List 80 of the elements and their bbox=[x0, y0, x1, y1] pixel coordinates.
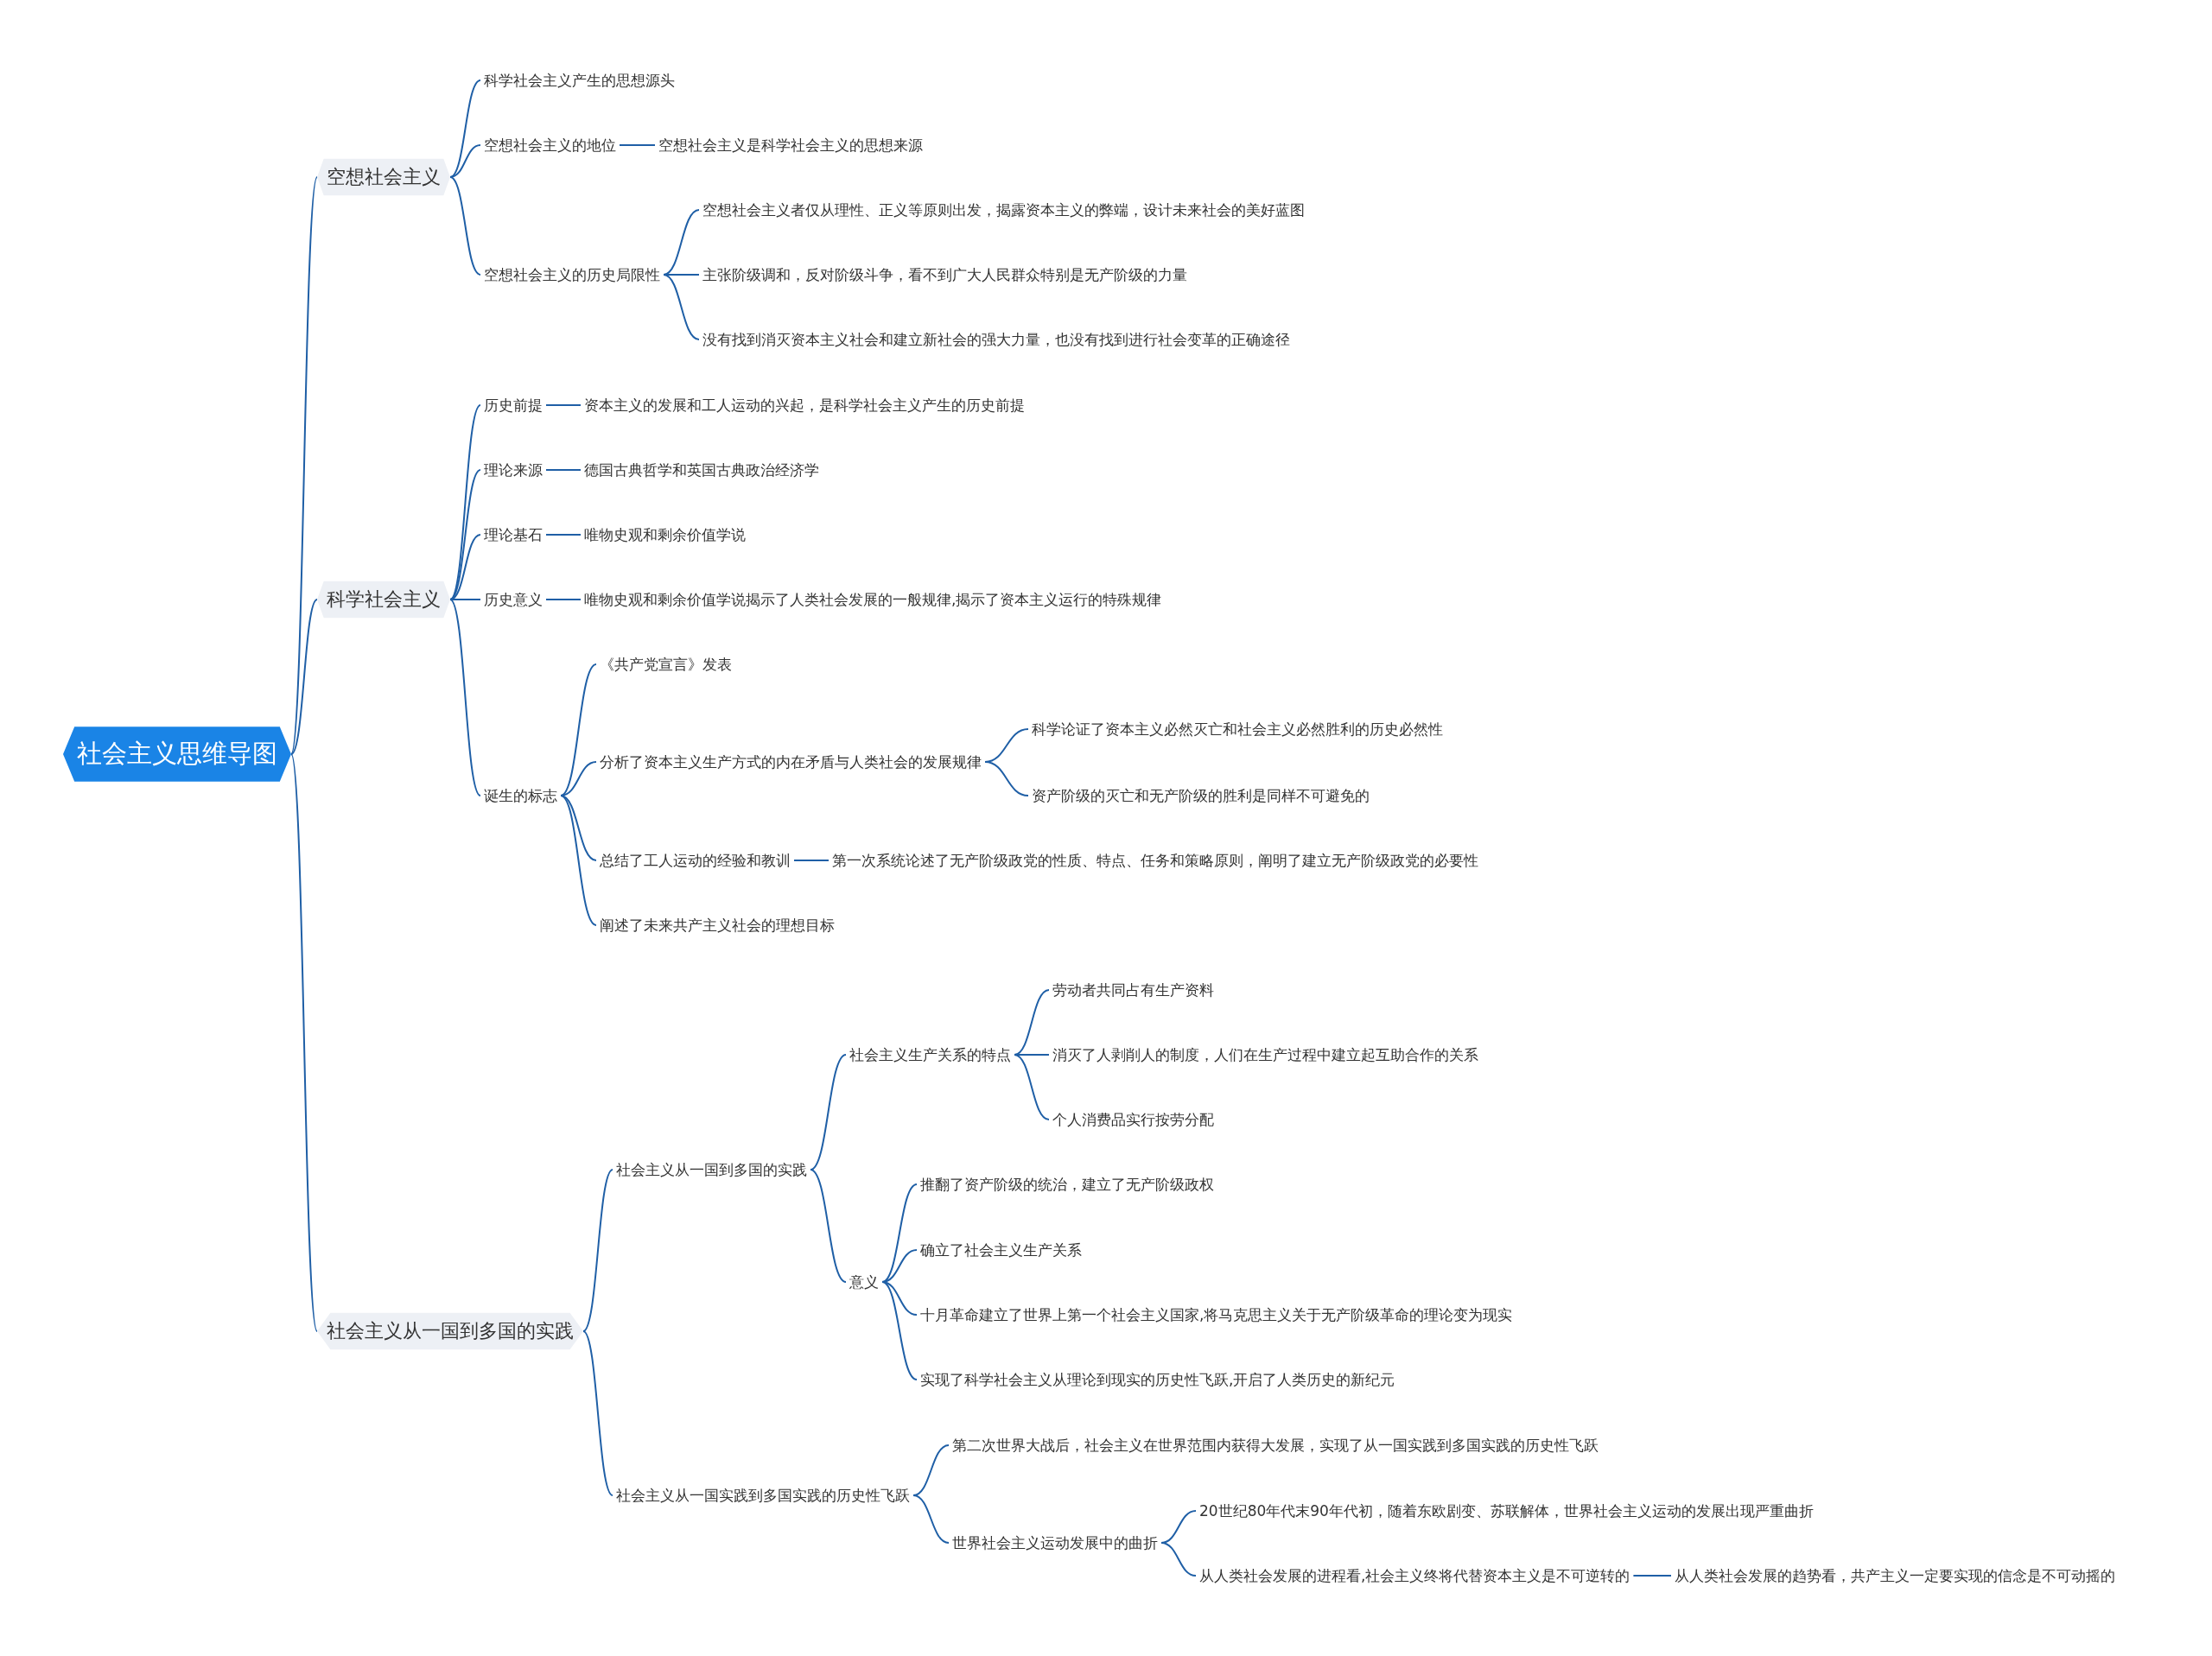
connector-line bbox=[912, 1494, 950, 1544]
connector-line bbox=[449, 144, 481, 178]
branch-text: 唯物史观和剩余价值学说 bbox=[581, 522, 749, 548]
connector-line bbox=[663, 209, 700, 276]
connector-line bbox=[290, 753, 318, 1332]
branch-text: 第一次系统论述了无产阶级政党的性质、特点、任务和策略原则，阐明了建立无产阶级政党的必要性 bbox=[829, 847, 1482, 873]
connector-line bbox=[663, 274, 700, 276]
branch-text: 消灭了人剥削人的制度，人们在生产过程中建立起互助合作的关系 bbox=[1049, 1042, 1482, 1068]
branch-text: 历史意义 bbox=[480, 587, 546, 612]
connector-line bbox=[881, 1281, 918, 1316]
branch-text: 20世纪80年代末90年代初，随着东欧剧变、苏联解体，世界社会主义运动的发展出现严重曲折 bbox=[1196, 1498, 1817, 1524]
branch-text: 空想社会主义的历史局限性 bbox=[480, 262, 664, 288]
branch-text: 唯物史观和剩余价值学说揭示了人类社会发展的一般规律,揭示了资本主义运行的特殊规律 bbox=[581, 587, 1166, 612]
topic-label: 社会主义从一国到多国的实践 bbox=[317, 1312, 583, 1350]
branch-text: 历史前提 bbox=[480, 392, 546, 418]
connector-line bbox=[545, 469, 582, 471]
connector-line bbox=[449, 534, 481, 600]
connector-line bbox=[881, 1281, 918, 1380]
connector-line bbox=[984, 761, 1029, 796]
branch-text: 十月革命建立了世界上第一个社会主义国家,将马克思主义关于无产阶级革命的理论变为现实 bbox=[917, 1302, 1516, 1328]
connector-line bbox=[1014, 1054, 1050, 1056]
connector-line bbox=[881, 1183, 918, 1283]
branch-text: 主张阶级调和，反对阶级斗争，看不到广大人民群众特别是无产阶级的力量 bbox=[699, 262, 1191, 288]
connector-line bbox=[449, 469, 481, 600]
branch-text: 实现了科学社会主义从理论到现实的历史性飞跃,开启了人类历史的新纪元 bbox=[917, 1367, 1399, 1393]
branch-text: 意义 bbox=[846, 1269, 882, 1295]
branch-text: 资产阶级的灭亡和无产阶级的胜利是同样不可避免的 bbox=[1028, 783, 1373, 809]
branch-text: 科学论证了资本主义必然灭亡和社会主义必然胜利的历史必然性 bbox=[1028, 716, 1446, 742]
branch-text: 空想社会主义是科学社会主义的思想来源 bbox=[655, 132, 926, 158]
connector-line bbox=[619, 144, 656, 146]
branch-text: 没有找到消灭资本主义社会和建立新社会的强大力量，也没有找到进行社会变革的正确途径 bbox=[699, 327, 1294, 352]
branch-text: 《共产党宣言》发表 bbox=[596, 651, 735, 677]
branch-text: 空想社会主义的地位 bbox=[480, 132, 620, 158]
branch-text: 阐述了未来共产主义社会的理想目标 bbox=[596, 912, 838, 938]
connector-line bbox=[582, 1330, 613, 1496]
branch-text: 社会主义生产关系的特点 bbox=[846, 1042, 1014, 1068]
branch-text: 从人类社会发展的进程看,社会主义终将代替资本主义是不可逆转的 bbox=[1196, 1563, 1634, 1589]
branch-text: 确立了社会主义生产关系 bbox=[917, 1237, 1085, 1263]
connector-line bbox=[793, 860, 830, 861]
connector-line bbox=[1160, 1542, 1197, 1577]
connector-line bbox=[545, 534, 582, 536]
branch-text: 德国古典哲学和英国古典政治经济学 bbox=[581, 457, 823, 483]
branch-text: 分析了资本主义生产方式的内在矛盾与人类社会的发展规律 bbox=[596, 749, 985, 775]
branch-text: 理论来源 bbox=[480, 457, 546, 483]
connector-line bbox=[810, 1169, 847, 1283]
connector-line bbox=[560, 663, 597, 796]
connector-line bbox=[449, 599, 481, 600]
connector-line bbox=[663, 274, 700, 340]
branch-text: 个人消费品实行按劳分配 bbox=[1049, 1107, 1217, 1133]
branch-text: 诞生的标志 bbox=[480, 783, 561, 809]
connector-line bbox=[545, 599, 582, 600]
connector-line bbox=[449, 599, 481, 796]
connector-line bbox=[1632, 1575, 1672, 1577]
branch-text: 科学社会主义产生的思想源头 bbox=[480, 67, 678, 93]
branch-text: 劳动者共同占有生产资料 bbox=[1049, 977, 1217, 1003]
connector-line bbox=[449, 79, 481, 178]
connector-line bbox=[1014, 1054, 1050, 1120]
connector-line bbox=[449, 176, 481, 276]
branch-text: 资本主义的发展和工人运动的兴起，是科学社会主义产生的历史前提 bbox=[581, 392, 1028, 418]
branch-text: 第二次世界大战后，社会主义在世界范围内获得大发展，实现了从一国实践到多国实践的历史性飞跃 bbox=[949, 1432, 1602, 1458]
connector-line bbox=[449, 404, 481, 600]
branch-text: 世界社会主义运动发展中的曲折 bbox=[949, 1530, 1161, 1556]
connector-line bbox=[810, 1054, 847, 1171]
connector-line bbox=[545, 404, 582, 406]
branch-text: 理论基石 bbox=[480, 522, 546, 548]
connector-line bbox=[290, 599, 318, 755]
branch-text: 社会主义从一国实践到多国实践的历史性飞跃 bbox=[613, 1482, 913, 1508]
connector-line bbox=[1014, 989, 1050, 1056]
branch-text: 从人类社会发展的趋势看，共产主义一定要实现的信念是不可动摇的 bbox=[1671, 1563, 2119, 1589]
connector-line bbox=[560, 761, 597, 796]
connector-line bbox=[290, 176, 318, 755]
topic-label: 科学社会主义 bbox=[317, 581, 450, 619]
central-topic: 社会主义思维导图 bbox=[63, 726, 291, 782]
branch-text: 空想社会主义者仅从理性、正义等原则出发，揭露资本主义的弊端，设计未来社会的美好蓝图 bbox=[699, 197, 1308, 223]
branch-text: 总结了工人运动的经验和教训 bbox=[596, 847, 794, 873]
branch-text: 社会主义从一国到多国的实践 bbox=[613, 1157, 810, 1183]
branch-text: 推翻了资产阶级的统治，建立了无产阶级政权 bbox=[917, 1171, 1217, 1197]
connector-line bbox=[582, 1169, 613, 1332]
connector-line bbox=[560, 795, 597, 926]
topic-label: 空想社会主义 bbox=[317, 158, 450, 196]
